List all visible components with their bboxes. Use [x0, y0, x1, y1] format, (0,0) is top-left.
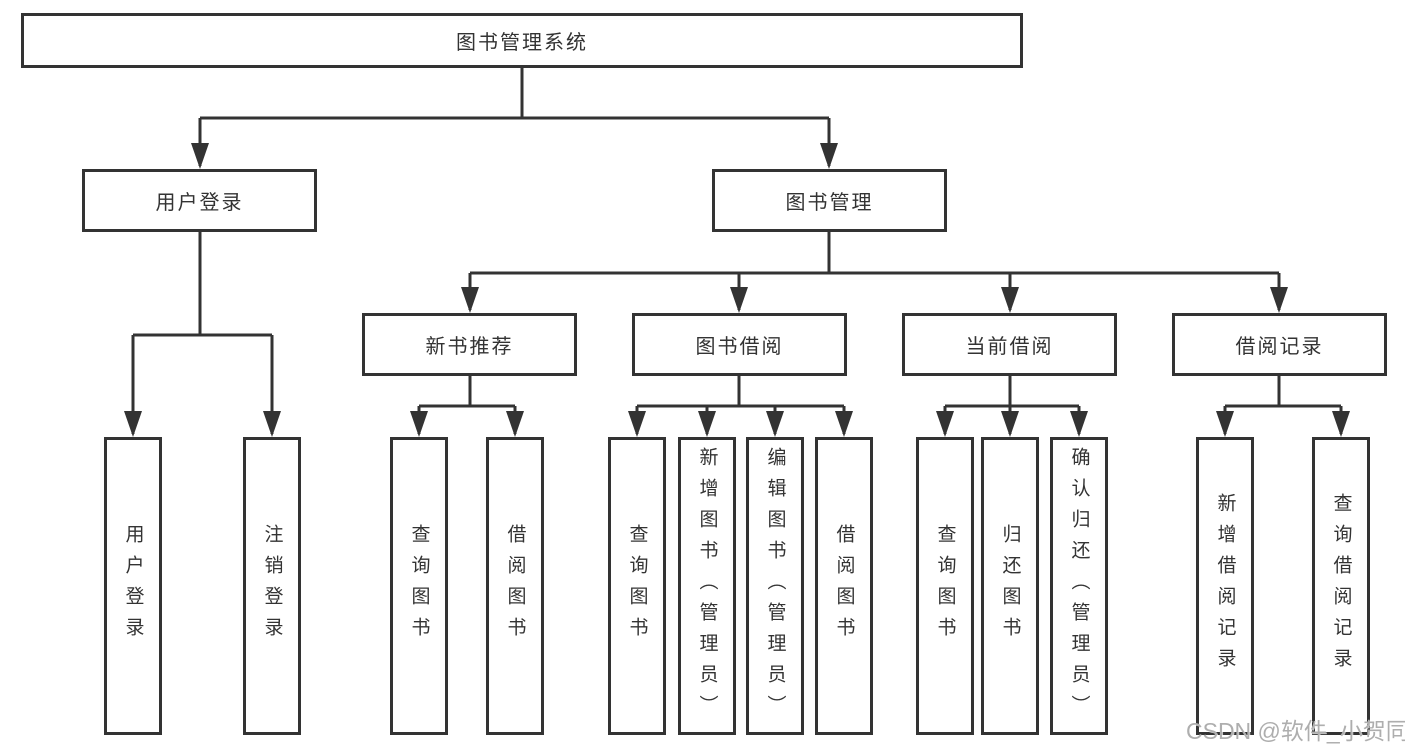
leaf-borrow-books-borrow: 借阅图书	[815, 437, 873, 735]
node-new-book-recommendation: 新书推荐	[362, 313, 577, 376]
leaf-query-books-borrow: 查询图书	[608, 437, 666, 735]
leaf-query-borrow-record: 查询借阅记录	[1312, 437, 1370, 735]
node-current-borrowing: 当前借阅	[902, 313, 1117, 376]
leaf-add-borrow-record: 新增借阅记录	[1196, 437, 1254, 735]
node-borrowing-records: 借阅记录	[1172, 313, 1387, 376]
leaf-logout: 注销登录	[243, 437, 301, 735]
arrowhead-icons	[124, 143, 1350, 437]
leaf-query-books-current: 查询图书	[916, 437, 974, 735]
leaf-query-books-recommend: 查询图书	[390, 437, 448, 735]
leaf-edit-book-admin: 编辑图书（管理员）	[746, 437, 804, 735]
leaf-return-books: 归还图书	[981, 437, 1039, 735]
node-book-management: 图书管理	[712, 169, 947, 232]
node-book-borrowing: 图书借阅	[632, 313, 847, 376]
leaf-user-login: 用户登录	[104, 437, 162, 735]
leaf-borrow-books-recommend: 借阅图书	[486, 437, 544, 735]
node-library-management-system: 图书管理系统	[21, 13, 1023, 68]
leaf-add-book-admin: 新增图书（管理员）	[678, 437, 736, 735]
node-user-login: 用户登录	[82, 169, 317, 232]
leaf-confirm-return-admin: 确认归还（管理员）	[1050, 437, 1108, 735]
csdn-watermark: CSDN @软件_小贺同学	[1186, 718, 1405, 744]
